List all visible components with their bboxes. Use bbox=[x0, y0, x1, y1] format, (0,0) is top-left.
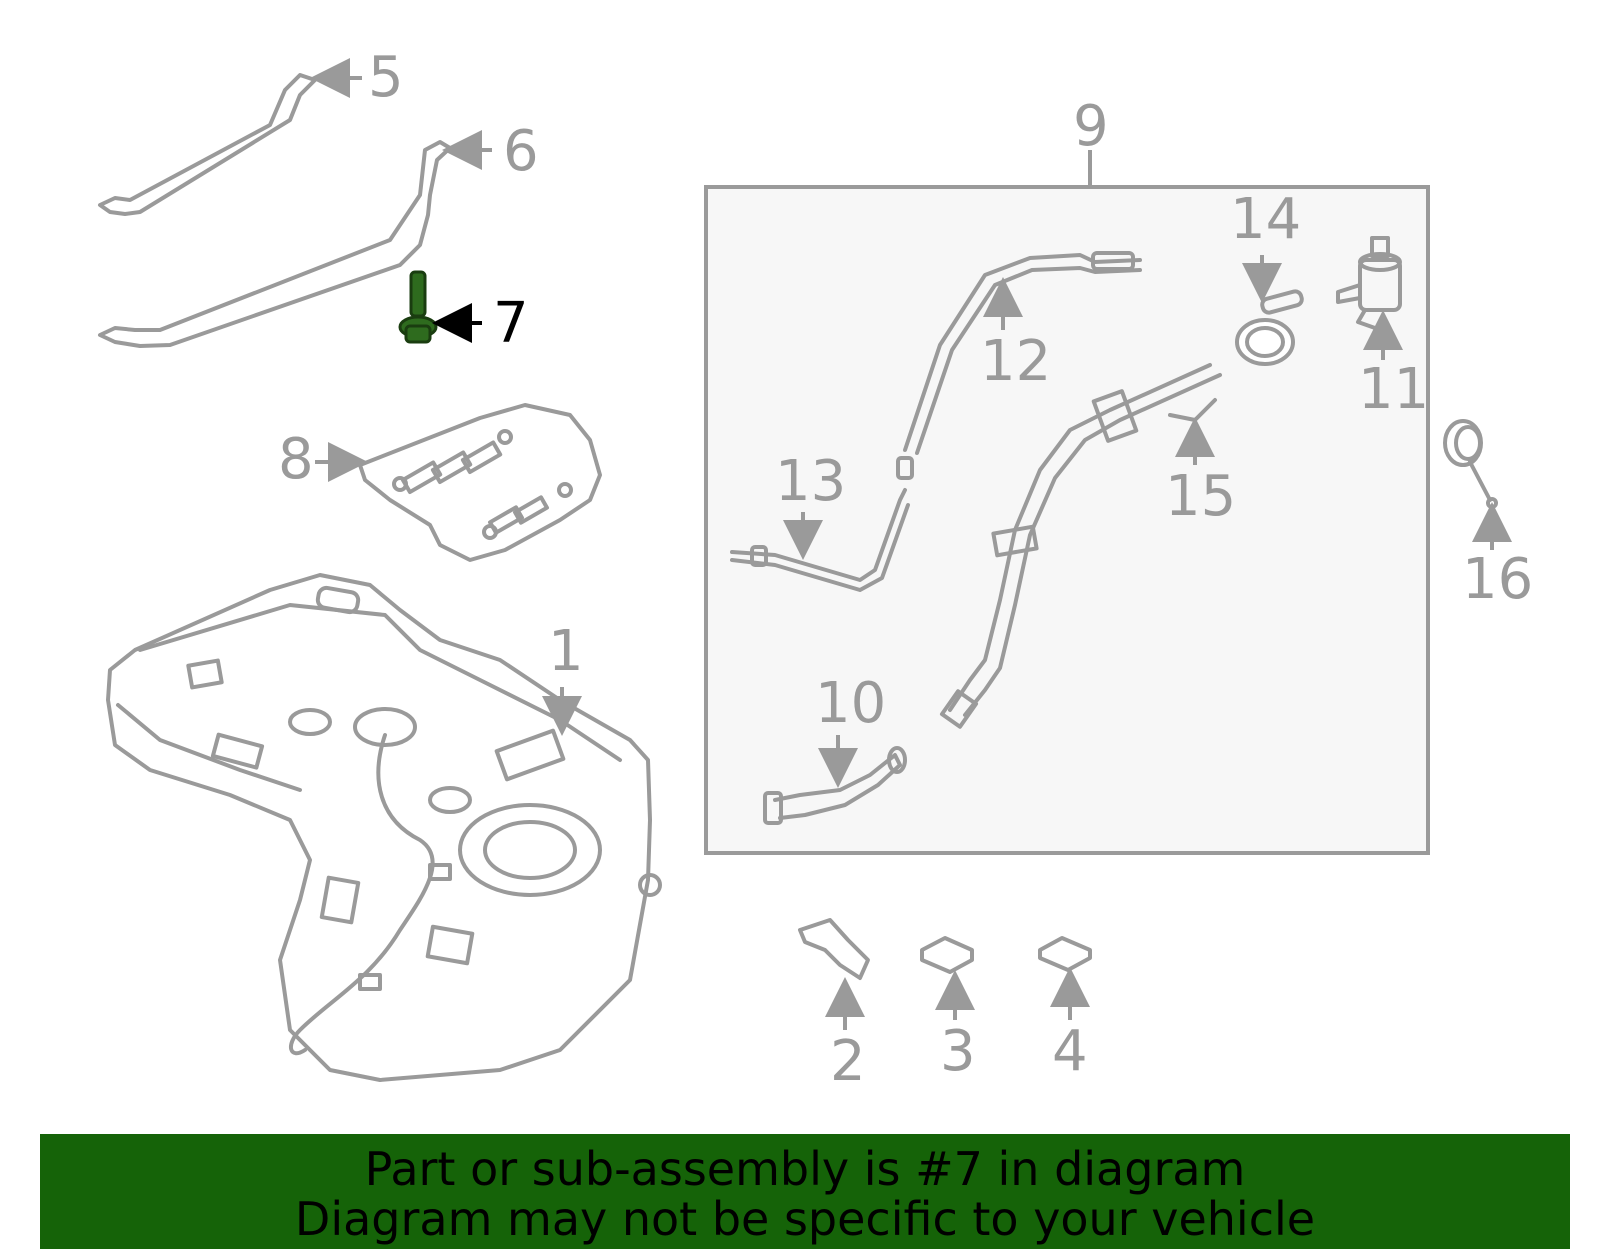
banner-line-1: Part or sub-assembly is #7 in diagram bbox=[364, 1142, 1246, 1196]
hose-10[interactable] bbox=[763, 746, 907, 825]
callout-3: 3 bbox=[940, 1019, 976, 1084]
callout-4: 4 bbox=[1052, 1019, 1088, 1084]
callout-13: 13 bbox=[775, 449, 846, 514]
fuel-cap-16[interactable] bbox=[1443, 419, 1498, 509]
filler-neck[interactable] bbox=[939, 318, 1295, 729]
vent-pipe-13[interactable] bbox=[730, 456, 914, 592]
callout-6: 6 bbox=[503, 119, 539, 184]
callout-8: 8 bbox=[278, 427, 314, 492]
strap-5[interactable] bbox=[98, 73, 317, 216]
heat-shield-8[interactable] bbox=[358, 403, 602, 562]
callout-1: 1 bbox=[548, 619, 584, 684]
callout-7: 7 bbox=[493, 291, 529, 356]
pad-2[interactable] bbox=[798, 918, 870, 980]
callout-12: 12 bbox=[980, 329, 1051, 394]
callout-14: 14 bbox=[1230, 187, 1301, 252]
callout-16: 16 bbox=[1462, 547, 1533, 612]
callout-10: 10 bbox=[815, 671, 886, 736]
callout-15: 15 bbox=[1165, 464, 1236, 529]
subassembly-box bbox=[704, 185, 1430, 855]
callout-9: 9 bbox=[1073, 94, 1109, 159]
callout-11: 11 bbox=[1358, 357, 1429, 422]
pad-4[interactable] bbox=[1038, 936, 1092, 972]
banner-line-2: Diagram may not be specific to your vehi… bbox=[294, 1192, 1316, 1246]
callout-5: 5 bbox=[368, 45, 404, 110]
pad-3[interactable] bbox=[920, 936, 974, 974]
vent-pipe-12[interactable] bbox=[903, 251, 1142, 455]
callout-2: 2 bbox=[830, 1029, 866, 1094]
bolt-7-highlighted[interactable] bbox=[398, 270, 438, 344]
info-banner: Part or sub-assembly is #7 in diagram Di… bbox=[40, 1134, 1570, 1249]
strap-6[interactable] bbox=[98, 140, 452, 348]
